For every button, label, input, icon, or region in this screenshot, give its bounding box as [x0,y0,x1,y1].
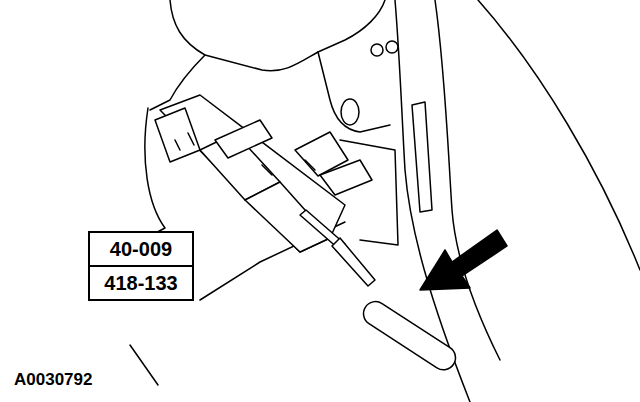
figure-id: A0030792 [14,370,92,390]
removal-tool [300,210,460,374]
panel-slot [412,102,432,212]
panel-outline [318,52,390,132]
panel-outline [130,345,158,385]
panel-outline [435,0,500,360]
pointer-arrow [420,230,507,290]
panel-hole [371,44,383,56]
panel-outline [478,0,640,270]
panel-outline [340,140,398,245]
electrical-connector [155,95,372,252]
tool-number-box: 40-009 [88,231,194,267]
panel-hole [386,41,398,53]
panel-hole [341,99,359,125]
tool-number-box: 418-133 [88,265,194,301]
tool-number: 418-133 [104,272,177,294]
tool-number: 40-009 [110,238,172,260]
panel-outline [170,0,385,71]
